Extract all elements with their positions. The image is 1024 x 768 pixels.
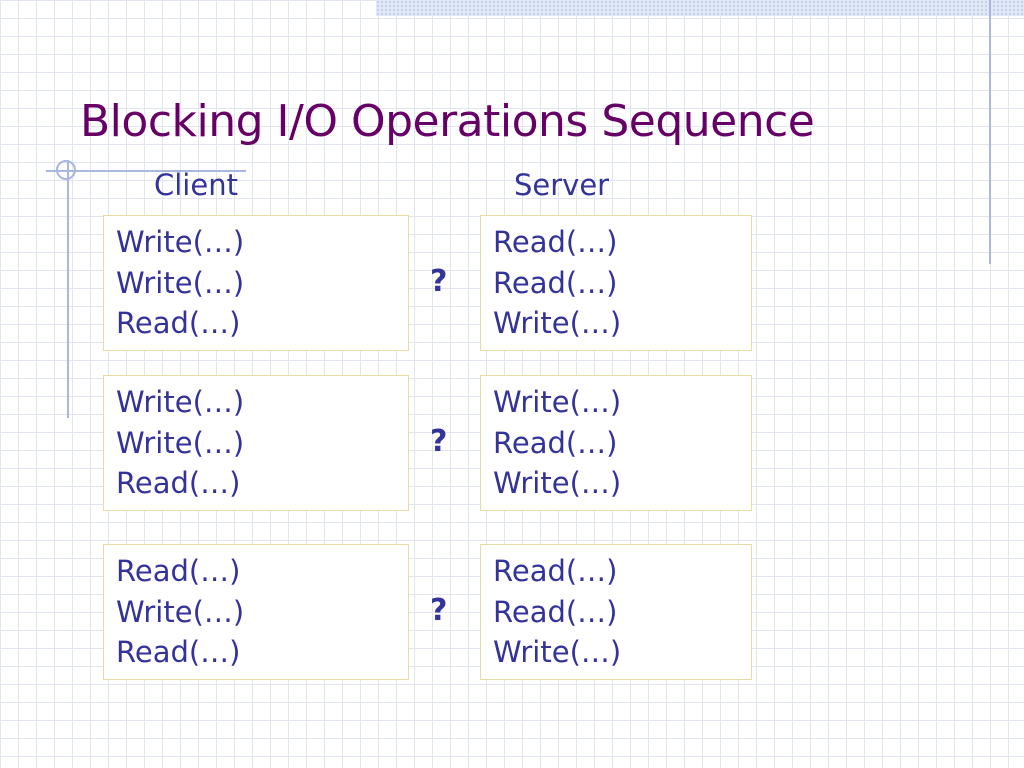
decorative-circle xyxy=(56,160,76,180)
client-op: Write(…) xyxy=(116,265,245,300)
server-op: Read(…) xyxy=(493,225,618,259)
decorative-left-rule xyxy=(67,160,69,418)
server-op: Read(…) xyxy=(493,594,618,629)
client-op: Read(…) xyxy=(116,635,241,669)
client-op: Write(…) xyxy=(116,425,245,460)
client-op: Read(…) xyxy=(116,466,241,500)
question-mark-2: ? xyxy=(430,424,448,459)
server-op: Write(…) xyxy=(493,466,622,500)
server-op: Write(…) xyxy=(493,306,622,340)
client-op: Read(…) xyxy=(116,306,241,340)
client-op: Write(…) xyxy=(116,225,245,259)
client-op: Write(…) xyxy=(116,385,245,419)
client-op: Write(…) xyxy=(116,594,245,629)
server-op: Write(…) xyxy=(493,635,622,669)
server-box-1: Read(…) Read(…) Write(…) xyxy=(480,215,752,351)
client-box-2: Write(…) Write(…) Read(…) xyxy=(103,375,409,511)
server-op: Read(…) xyxy=(493,425,618,460)
decorative-right-rule xyxy=(989,0,991,264)
client-box-1: Write(…) Write(…) Read(…) xyxy=(103,215,409,351)
server-box-3: Read(…) Read(…) Write(…) xyxy=(480,544,752,680)
decorative-title-rule xyxy=(46,170,246,172)
client-box-3: Read(…) Write(…) Read(…) xyxy=(103,544,409,680)
client-column-label: Client xyxy=(154,168,238,202)
server-op: Read(…) xyxy=(493,554,618,588)
server-op: Write(…) xyxy=(493,385,622,419)
server-box-2: Write(…) Read(…) Write(…) xyxy=(480,375,752,511)
server-op: Read(…) xyxy=(493,265,618,300)
slide-title: Blocking I/O Operations Sequence xyxy=(80,96,815,147)
decorative-top-band xyxy=(376,0,1024,16)
server-column-label: Server xyxy=(514,168,610,202)
question-mark-1: ? xyxy=(430,264,448,299)
question-mark-3: ? xyxy=(430,593,448,628)
client-op: Read(…) xyxy=(116,554,241,588)
